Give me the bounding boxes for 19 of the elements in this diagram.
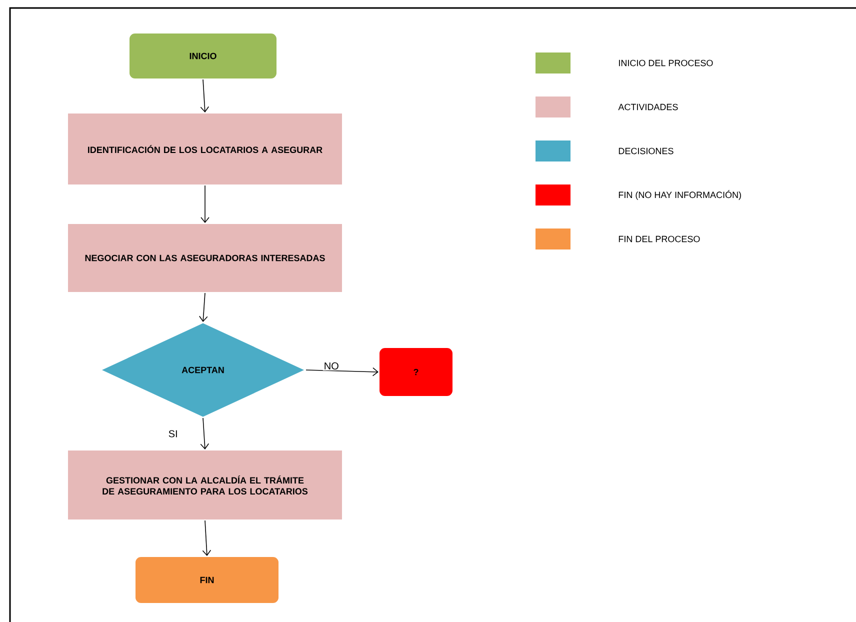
process-box: GESTIONAR CON LA ALCALDÍA EL TRÁMITE DE ASEGURAMIENTO PARA LOS LOCATARIOS <box>67 450 343 520</box>
arrow <box>200 185 210 223</box>
terminal-box: ? <box>378 347 454 397</box>
legend-label: DECISIONES <box>618 148 674 154</box>
arrow <box>200 418 210 450</box>
legend-label: FIN DEL PROCESO <box>618 236 700 242</box>
legend-label: ACTIVIDADES <box>618 104 678 110</box>
arrow <box>199 292 208 322</box>
terminal-box: FIN <box>134 556 280 604</box>
process-box: NEGOCIAR CON LAS ASEGURADORAS INTERESADAS <box>67 223 343 293</box>
arrow <box>306 367 378 376</box>
arrow <box>202 520 212 556</box>
terminal-box: INICIO <box>128 32 278 80</box>
arrow <box>200 79 210 112</box>
edge-label: SI <box>167 429 179 438</box>
legend-label: INICIO DEL PROCESO <box>619 60 713 66</box>
process-box: IDENTIFICACIÓN DE LOS LOCATARIOS A ASEGURAR <box>67 112 343 186</box>
legend-label: FIN (NO HAY INFORMACIÓN) <box>618 190 741 200</box>
edge-label: NO <box>322 361 340 370</box>
